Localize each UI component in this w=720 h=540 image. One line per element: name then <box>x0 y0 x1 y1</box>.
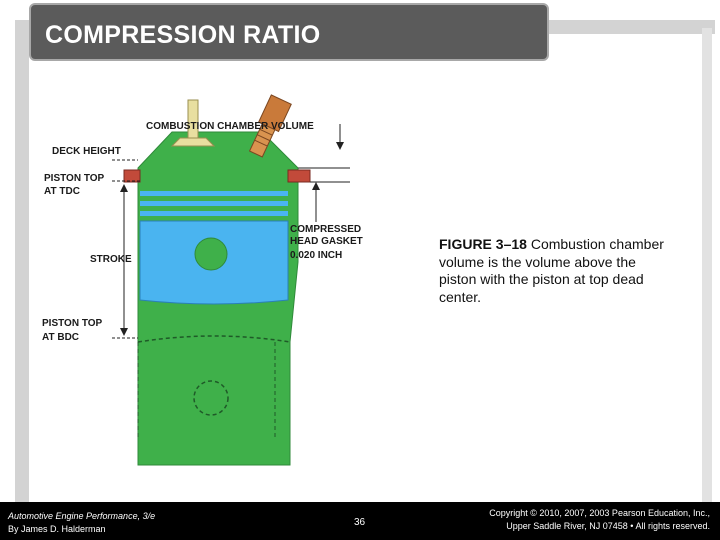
label-piston-top-tdc-1: PISTON TOP <box>44 173 105 184</box>
copyright-line-1: Copyright © 2010, 2007, 2003 Pearson Edu… <box>489 508 710 518</box>
label-deck-height: DECK HEIGHT <box>52 146 121 157</box>
compression-ratio-diagram: COMBUSTION CHAMBER VOLUME DECK HEIGHT PI… <box>42 94 363 466</box>
piston-ring-3 <box>140 211 288 216</box>
slide-frame-left <box>15 20 29 505</box>
figure-caption-text: Combustion chamber volume is the volume … <box>439 236 664 305</box>
copyright-line-2: Upper Saddle River, NJ 07458 • All right… <box>506 521 710 531</box>
piston-ring-1 <box>140 191 288 196</box>
label-piston-top-tdc-2: AT TDC <box>44 186 80 197</box>
label-compressed-gasket-2: HEAD GASKET <box>290 236 363 247</box>
title-bar: COMPRESSION RATIO <box>29 3 549 61</box>
footer-bar: Automotive Engine Performance, 3/e By Ja… <box>0 502 720 540</box>
slide-frame-right <box>702 28 712 503</box>
head-gasket-right <box>287 169 311 183</box>
label-piston-top-bdc-1: PISTON TOP <box>42 318 103 329</box>
wrist-pin <box>194 237 228 271</box>
footer-author: By James D. Halderman <box>8 524 106 534</box>
figure-label: FIGURE 3–18 <box>439 236 527 252</box>
figure-caption: FIGURE 3–18 Combustion chamber volume is… <box>439 236 669 306</box>
footer-copyright: Copyright © 2010, 2007, 2003 Pearson Edu… <box>489 507 710 533</box>
label-piston-top-bdc-2: AT BDC <box>42 332 79 343</box>
valve-stem <box>187 99 199 141</box>
label-compressed-gasket-1: COMPRESSED <box>290 224 361 235</box>
piston-ring-2 <box>140 201 288 206</box>
bdc-piston-outline <box>137 335 291 343</box>
spark-plug <box>248 94 292 158</box>
label-stroke: STROKE <box>90 254 132 265</box>
bdc-wrist-pin-outline <box>193 380 229 416</box>
page-number: 36 <box>354 517 366 528</box>
head-gasket-left <box>123 169 141 183</box>
slide-title: COMPRESSION RATIO <box>45 21 321 49</box>
label-compressed-gasket-3: 0.020 INCH <box>290 250 342 261</box>
valve-head <box>170 137 216 147</box>
footer-book-info: Automotive Engine Performance, 3/e By Ja… <box>8 510 155 536</box>
footer-book-title: Automotive Engine Performance, 3/e <box>8 511 156 521</box>
label-combustion-chamber-volume: COMBUSTION CHAMBER VOLUME <box>146 121 314 132</box>
